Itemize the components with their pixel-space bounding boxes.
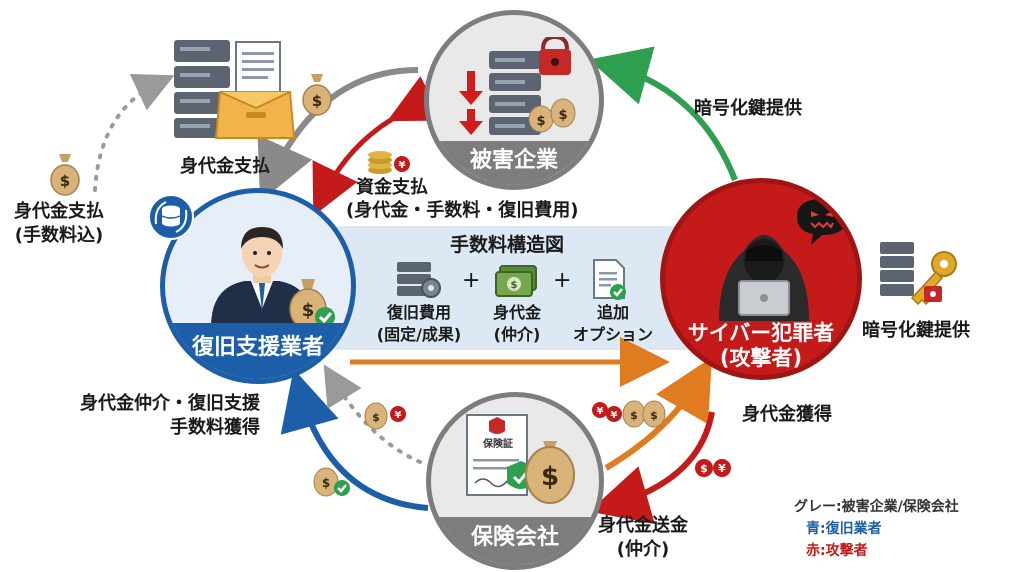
insurer-name: 保険会社: [431, 517, 599, 565]
label-line: 身代金仲介・復旧支援: [80, 393, 260, 414]
coins-icon: ¥: [368, 151, 410, 174]
insurance-document-label: 保険証: [483, 439, 513, 450]
server-box-icon: [174, 40, 296, 139]
fee-item-line: オプション: [572, 325, 653, 344]
fee-item-recovery: 復旧費用 (固定/成果): [374, 302, 464, 346]
arrow-dotted-topleft: [93, 74, 175, 192]
label-line: (仲介): [616, 539, 670, 560]
svg-text:$: $: [60, 172, 70, 190]
money-bag-icon: $: [302, 74, 332, 116]
label-line: (手数料込): [14, 225, 104, 246]
label-broker-fee: 身代金仲介・復旧支援 手数料獲得: [80, 392, 260, 440]
fee-item-options: 追加 オプション: [558, 302, 668, 346]
criminal-name-block: サイバー犯罪者 (攻撃者): [665, 321, 857, 371]
cash-icon: $: [495, 265, 537, 297]
svg-text:¥: ¥: [399, 160, 406, 171]
fee-item-line: 身代金: [492, 303, 541, 322]
money-bag-check-icon: $: [313, 467, 350, 497]
label-line: 身代金送金: [598, 515, 688, 536]
cyber-criminal-node[interactable]: サイバー犯罪者 (攻撃者): [660, 178, 862, 380]
criminal-name: サイバー犯罪者: [687, 321, 835, 345]
recovery-name: 復旧支援業者: [165, 323, 351, 379]
label-ransom-paid-left: 身代金支払 (手数料込): [14, 200, 104, 248]
insurance-policy-icon: $: [466, 414, 575, 504]
dollar-yen-coins-icon: $ ¥: [695, 459, 731, 477]
label-ransom-paid-top: 身代金支払: [180, 156, 270, 177]
criminal-subtitle: (攻撃者): [719, 346, 803, 370]
server-gear-icon: [397, 262, 441, 298]
svg-text:$: $: [312, 92, 322, 110]
svg-text:¥: ¥: [718, 462, 726, 475]
svg-text:$: $: [372, 411, 380, 424]
server-key-icon: [880, 242, 957, 306]
server-lock-icon: $ $: [459, 37, 576, 135]
svg-text:$: $: [650, 409, 658, 422]
label-key-provided-top: 暗号化鍵提供: [694, 98, 802, 119]
database-sync-icon: [148, 194, 194, 240]
evil-chat-icon: [797, 199, 847, 245]
fee-item-line: 復旧費用: [386, 303, 451, 322]
legend-red: 赤:攻撃者: [806, 543, 868, 559]
svg-text:¥: ¥: [395, 410, 402, 421]
arrow-blue-insurer-recovery: [280, 368, 429, 511]
business-person-icon: [211, 227, 313, 327]
label-line: 資金支払: [356, 177, 428, 198]
victim-name: 被害企業: [429, 141, 599, 185]
money-bags-cluster-icon: ¥ ¥ $ $: [592, 400, 666, 428]
label-funds-payment: 資金支払 (身代金・手数料・復旧費用): [346, 176, 578, 222]
money-bag-icon: $: [50, 154, 80, 196]
victim-company-node[interactable]: $ $ 被害企業: [424, 10, 604, 190]
label-ransom-send: 身代金送金 (仲介): [598, 514, 688, 562]
arrow-dotted-insurer: [323, 364, 422, 464]
fee-item-line: (固定/成果): [376, 325, 462, 344]
svg-text:$: $: [536, 114, 545, 129]
fee-plus-2: +: [553, 268, 572, 293]
fee-item-line: 追加: [596, 303, 629, 322]
svg-text:$: $: [511, 280, 518, 291]
svg-text:$: $: [302, 300, 315, 321]
svg-text:¥: ¥: [597, 406, 604, 417]
fee-structure-title: 手数料構造図: [450, 234, 565, 256]
label-key-provided-right: 暗号化鍵提供: [862, 320, 970, 341]
fee-item-line: (仲介): [493, 325, 541, 344]
money-bag-yen-icon: $ ¥: [364, 402, 406, 430]
recovery-provider-node[interactable]: $ 復旧支援業者: [160, 188, 356, 384]
label-line: (身代金・手数料・復旧費用): [346, 200, 579, 221]
fee-plus-1: +: [462, 268, 481, 293]
label-line: 手数料獲得: [170, 417, 260, 438]
legend-blue: 青:復旧業者: [806, 521, 882, 537]
svg-text:$: $: [322, 476, 330, 490]
label-ransom-gain: 身代金獲得: [742, 404, 832, 425]
insurance-company-node[interactable]: $ 保険証 保険会社: [426, 392, 604, 570]
document-check-icon: [593, 259, 626, 300]
legend: グレー:被害企業/保険会社 青:復旧業者 赤:攻撃者: [794, 496, 959, 562]
svg-text:$: $: [558, 108, 567, 123]
money-bag-check-icon: $: [289, 279, 335, 330]
hooded-hacker-icon: [719, 235, 809, 321]
fee-item-ransom: 身代金 (仲介): [478, 302, 556, 346]
label-line: 身代金支払: [14, 201, 104, 222]
svg-text:¥: ¥: [611, 410, 618, 421]
legend-gray: グレー:被害企業/保険会社: [794, 499, 959, 515]
arrow-orange-insurer-criminal: [604, 357, 712, 471]
arrow-red-criminal-insurer: [588, 411, 715, 525]
svg-text:$: $: [700, 462, 708, 475]
arrow-red-victim-recovery: [312, 76, 444, 217]
svg-text:$: $: [541, 462, 559, 492]
svg-text:$: $: [630, 409, 638, 422]
arrow-green-key: [588, 46, 738, 182]
